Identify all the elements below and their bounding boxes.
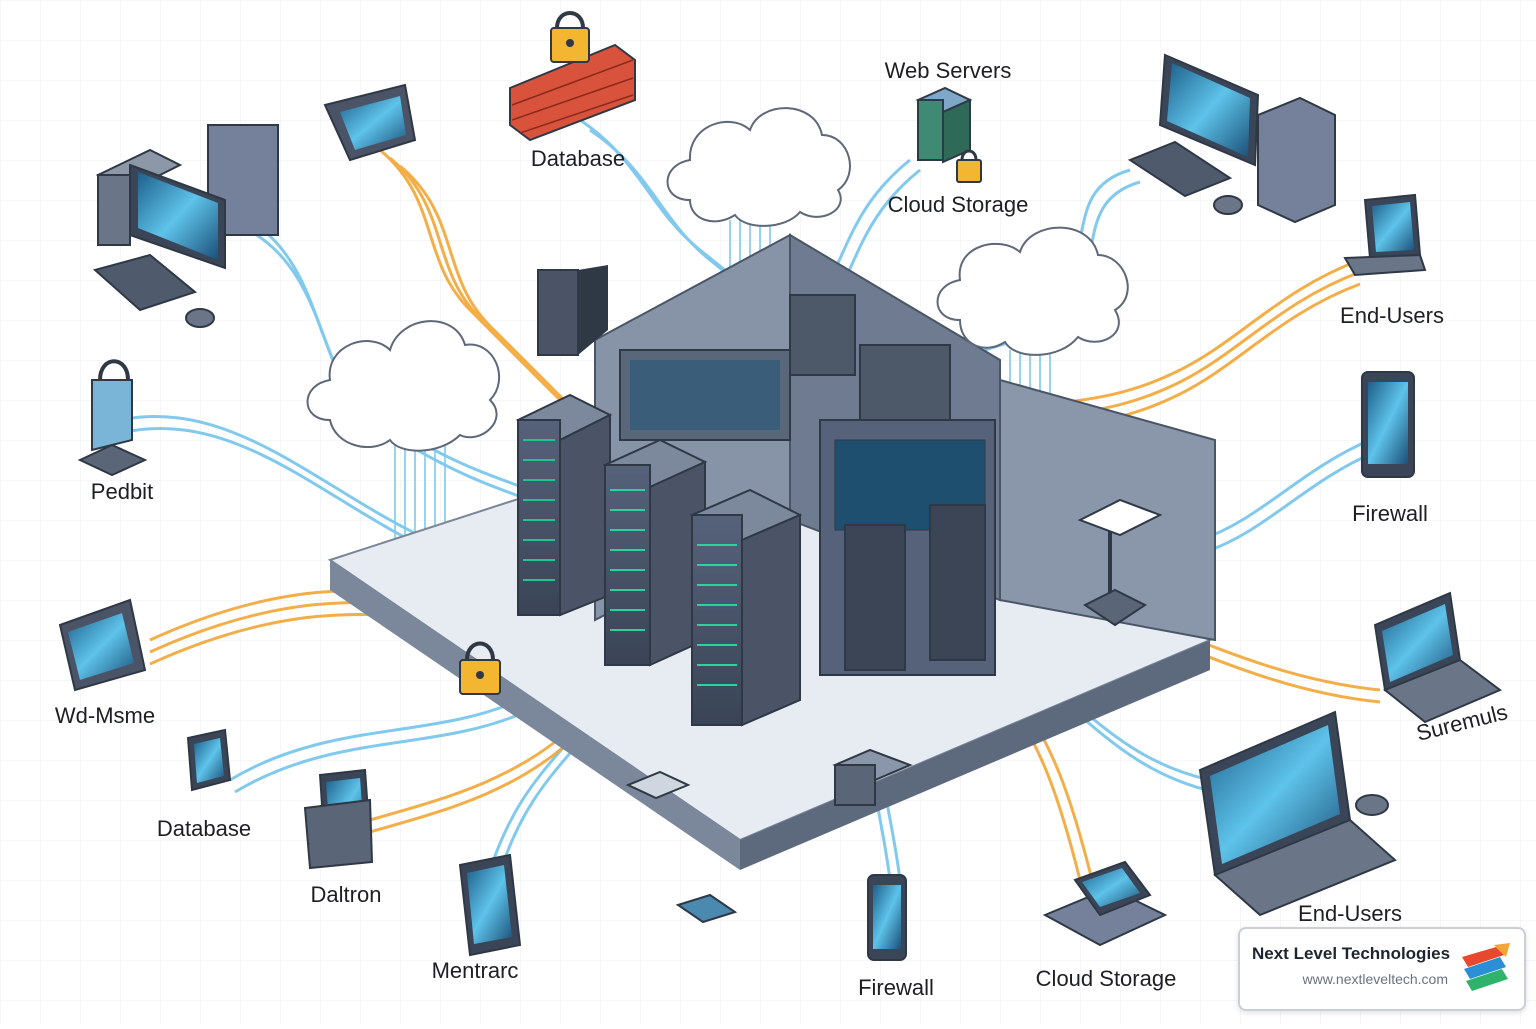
cloud-icon [936, 226, 1129, 356]
server-rack-icon [602, 438, 708, 667]
server-rack-icon [625, 498, 1163, 806]
brand-logo-icon [1462, 943, 1510, 991]
label-daltron: Daltron [310, 882, 382, 907]
mouse-icon [1355, 794, 1389, 816]
desktop-computer-icon [92, 124, 279, 328]
server-rack-icon [819, 419, 996, 676]
brand-badge: Next Level Technologies www.nextleveltec… [1238, 927, 1526, 1011]
server-rack-icon [689, 488, 803, 727]
label-pedbit: Pedbit [90, 479, 154, 504]
server-rack-icon [915, 86, 973, 164]
keyboard-icon [1127, 140, 1233, 198]
cloud-icon [666, 107, 851, 227]
laptop-icon [1198, 710, 1397, 917]
label-firewall-right: Firewall [1352, 501, 1428, 526]
desktop-computer-icon [186, 728, 232, 792]
label-cloud-storage-bottom: Cloud Storage [1035, 966, 1177, 991]
brand-url: www.nextleveltech.com [1302, 971, 1448, 987]
laptop-icon [1343, 193, 1427, 277]
mouse-icon [185, 308, 215, 328]
smartphone-icon [867, 874, 907, 961]
desktop-computer-icon [1127, 53, 1336, 224]
padlock-icon [77, 359, 148, 477]
label-firewall-bottom: Firewall [858, 975, 934, 1000]
smartphone-icon [675, 893, 738, 924]
tablet-icon [1361, 371, 1415, 478]
laptop-icon [1373, 591, 1502, 724]
desktop-computer-icon [303, 768, 374, 870]
brand-name: Next Level Technologies [1252, 944, 1451, 963]
label-mentrarc: Mentrarc [431, 958, 519, 983]
label-wd-msme: Wd-Msme [54, 703, 156, 728]
tablet-icon [458, 853, 522, 957]
label-database-top: Database [530, 146, 626, 171]
firewall-icon [509, 43, 636, 142]
mouse-icon [1213, 195, 1243, 215]
label-end-users-bottom: End-Users [1298, 901, 1402, 926]
padlock-icon [550, 11, 590, 63]
padlock-icon [956, 149, 982, 183]
label-web-servers: Web Servers [884, 58, 1012, 83]
server-rack-icon [619, 349, 791, 441]
padlock-icon [459, 641, 501, 695]
server-rack-icon [515, 393, 613, 617]
label-database-left: Database [156, 816, 252, 841]
server-racks [515, 294, 996, 727]
desktop-computer-icon [323, 83, 417, 162]
label-cloud-storage-top: Cloud Storage [887, 192, 1029, 217]
cloud-icon [306, 320, 500, 452]
tablet-icon [58, 598, 147, 692]
label-end-users-right: End-Users [1340, 303, 1444, 328]
desktop-computer-icon [1042, 860, 1168, 947]
server-rack-icon [537, 265, 608, 356]
